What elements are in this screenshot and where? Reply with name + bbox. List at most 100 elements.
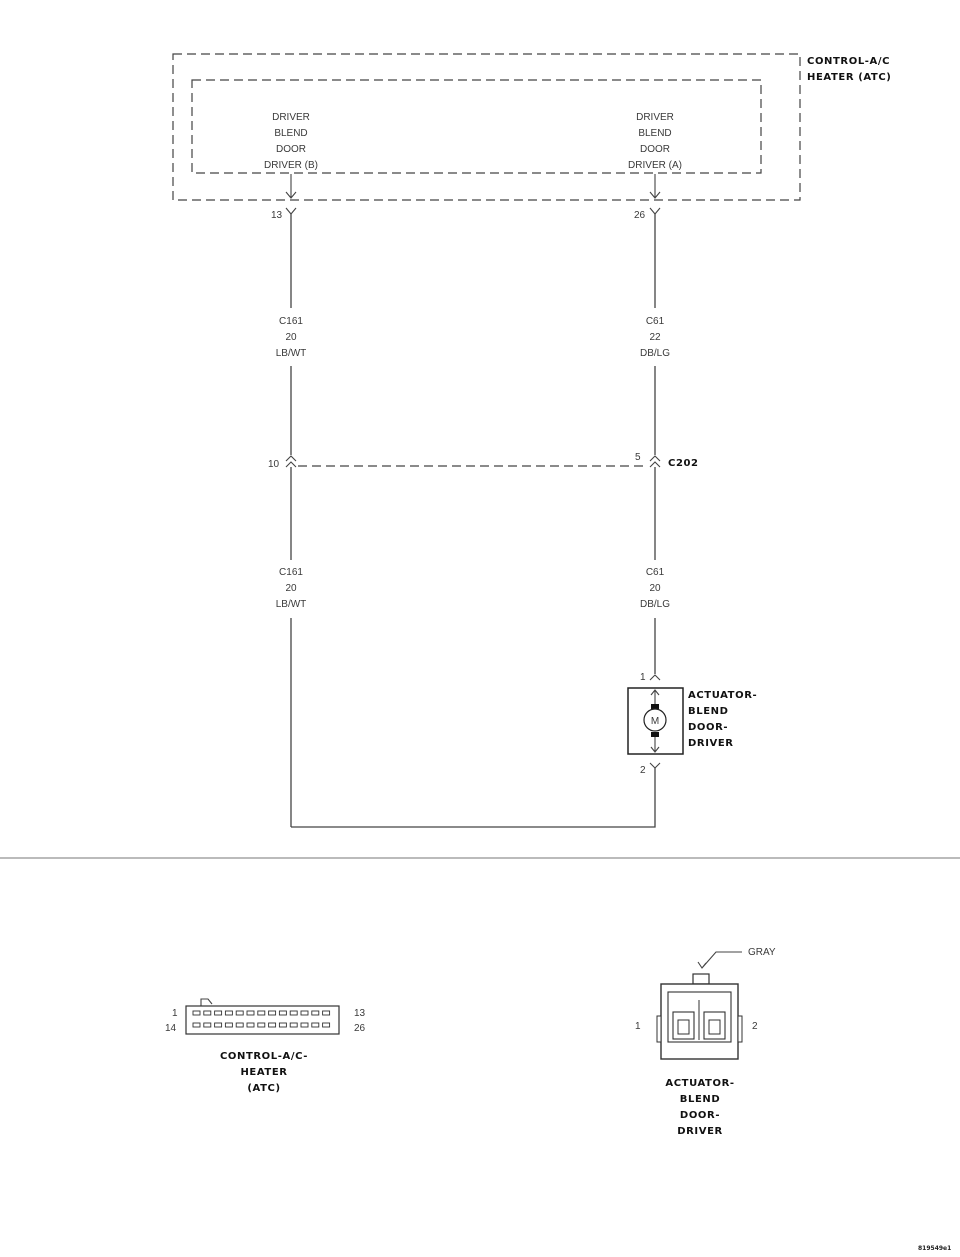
connector-cavity <box>214 1010 223 1016</box>
c202-pin-10-label: 10 <box>268 459 280 470</box>
output-a-line-3: DOOR <box>640 144 670 155</box>
module-connector-body <box>185 1005 340 1035</box>
actuator-name-line-3: DOOR- <box>688 722 728 733</box>
actuator-connector-pin-1: 1 <box>635 1021 641 1032</box>
pin-26-connector-icon <box>649 207 661 215</box>
actuator-pin-1-label: 1 <box>640 672 646 683</box>
output-a-arrow-icon <box>649 174 661 199</box>
actuator-connector-name-4: DRIVER <box>677 1126 723 1137</box>
connector-cavity <box>224 1022 233 1028</box>
actuator-pin-1-icon <box>649 674 661 681</box>
module-connector-pin-1: 1 <box>172 1008 178 1019</box>
actuator-name-line-4: DRIVER <box>688 738 734 749</box>
connector-cavity <box>235 1010 244 1016</box>
connector-cavity <box>257 1022 266 1028</box>
wire-right-upper-circuit: C61 <box>646 316 665 327</box>
wire-right-lower-color: DB/LG <box>640 599 670 610</box>
module-name-line-2: HEATER (ATC) <box>807 72 891 83</box>
connector-cavity <box>192 1022 201 1028</box>
connector-cavity <box>311 1010 320 1016</box>
actuator-cavity-2-terminal <box>708 1019 721 1035</box>
actuator-connector-name-1: ACTUATOR- <box>665 1078 734 1089</box>
wire-left-lower-circuit: C161 <box>279 567 303 578</box>
output-b-line-2: BLEND <box>274 128 307 139</box>
output-a-line-2: BLEND <box>638 128 671 139</box>
connector-cavity <box>214 1022 223 1028</box>
actuator-name-line-2: BLEND <box>688 706 729 717</box>
pin-13-connector-icon <box>285 207 297 215</box>
connector-cavity <box>203 1022 212 1028</box>
motor-brush-top <box>651 704 659 709</box>
module-connector-view: 1 14 13 26 CONTROL-A/C- HEATER (ATC) <box>165 998 366 1094</box>
c202-pin-5-icon <box>649 455 661 468</box>
figure-id: 819549e1 <box>918 1245 951 1252</box>
motor-up-arrow-icon <box>650 689 660 706</box>
connector-cavity <box>246 1010 255 1016</box>
actuator-cavity-1-terminal <box>677 1019 690 1035</box>
actuator-connector-left-tab <box>656 1015 662 1043</box>
output-a-line-1: DRIVER <box>636 112 674 123</box>
wire-left-lower-gauge: 20 <box>285 583 297 594</box>
actuator-name-line-1: ACTUATOR- <box>688 690 757 701</box>
module-connector-pin-26: 26 <box>354 1023 366 1034</box>
connector-cavity <box>311 1022 320 1028</box>
motor-icon <box>643 708 667 732</box>
connector-cavity <box>300 1022 309 1028</box>
actuator-component: 1 M 2 ACTUATOR- BLEND DOOR- DRIVER <box>627 672 757 776</box>
c202-label: C202 <box>668 458 699 469</box>
actuator-pin-2-label: 2 <box>640 765 646 776</box>
connector-cavity <box>268 1022 277 1028</box>
connector-cavity <box>300 1010 309 1016</box>
control-module: CONTROL-A/C HEATER (ATC) DRIVER BLEND DO… <box>172 53 891 201</box>
output-b-line-1: DRIVER <box>272 112 310 123</box>
module-inner-box <box>191 79 762 174</box>
wire-right-upper-gauge: 22 <box>649 332 661 343</box>
c202-pin-5-label: 5 <box>635 452 641 463</box>
wire-return <box>291 768 656 828</box>
connector-cavity <box>246 1022 255 1028</box>
output-b-line-4: DRIVER (B) <box>264 160 318 171</box>
wire-right-upper-color: DB/LG <box>640 348 670 359</box>
actuator-pin-2-icon <box>649 762 661 769</box>
actuator-connector-right-tab <box>737 1015 743 1043</box>
connector-cavity <box>235 1022 244 1028</box>
connector-cavity <box>224 1010 233 1016</box>
connector-cavity <box>278 1022 287 1028</box>
module-connector-pin-13: 13 <box>354 1008 366 1019</box>
connector-cavity <box>192 1010 201 1016</box>
module-connector-name-2: HEATER <box>240 1067 287 1078</box>
wire-right-lower-circuit: C61 <box>646 567 665 578</box>
pin-26-label: 26 <box>634 210 646 221</box>
actuator-connector-view: GRAY 1 2 ACTUATOR- BLEND DOOR- DRIVER <box>635 947 776 1137</box>
wire-left-upper-color: LB/WT <box>276 348 307 359</box>
actuator-connector-color: GRAY <box>748 947 776 958</box>
c202-pin-10-icon <box>285 455 297 468</box>
wire-left-upper-gauge: 20 <box>285 332 297 343</box>
connector-cavity <box>268 1010 277 1016</box>
actuator-connector-name-3: DOOR- <box>680 1110 720 1121</box>
connector-cavity <box>257 1010 266 1016</box>
motor-symbol: M <box>651 716 659 727</box>
output-a-line-4: DRIVER (A) <box>628 160 682 171</box>
module-connector-name-3: (ATC) <box>247 1083 280 1094</box>
connector-cavity <box>322 1022 331 1028</box>
connector-cavity <box>322 1010 331 1016</box>
actuator-connector-latch <box>692 973 710 985</box>
module-connector-name-1: CONTROL-A/C- <box>220 1051 308 1062</box>
output-b-arrow-icon <box>285 174 297 199</box>
module-connector-pin-14: 14 <box>165 1023 177 1034</box>
actuator-connector-name-2: BLEND <box>680 1094 721 1105</box>
connector-c202: 10 5 C202 <box>268 452 699 470</box>
pin-13-label: 13 <box>271 210 283 221</box>
module-outer-box <box>172 53 801 201</box>
module-connector-key-icon <box>200 998 213 1006</box>
output-b-line-3: DOOR <box>276 144 306 155</box>
connector-cavity <box>289 1010 298 1016</box>
gray-leader-icon <box>697 951 742 969</box>
wire-right-lower-gauge: 20 <box>649 583 661 594</box>
wire-left-lower-color: LB/WT <box>276 599 307 610</box>
module-name-line-1: CONTROL-A/C <box>807 56 890 67</box>
connector-cavity <box>289 1022 298 1028</box>
motor-brush-bottom <box>651 732 659 737</box>
